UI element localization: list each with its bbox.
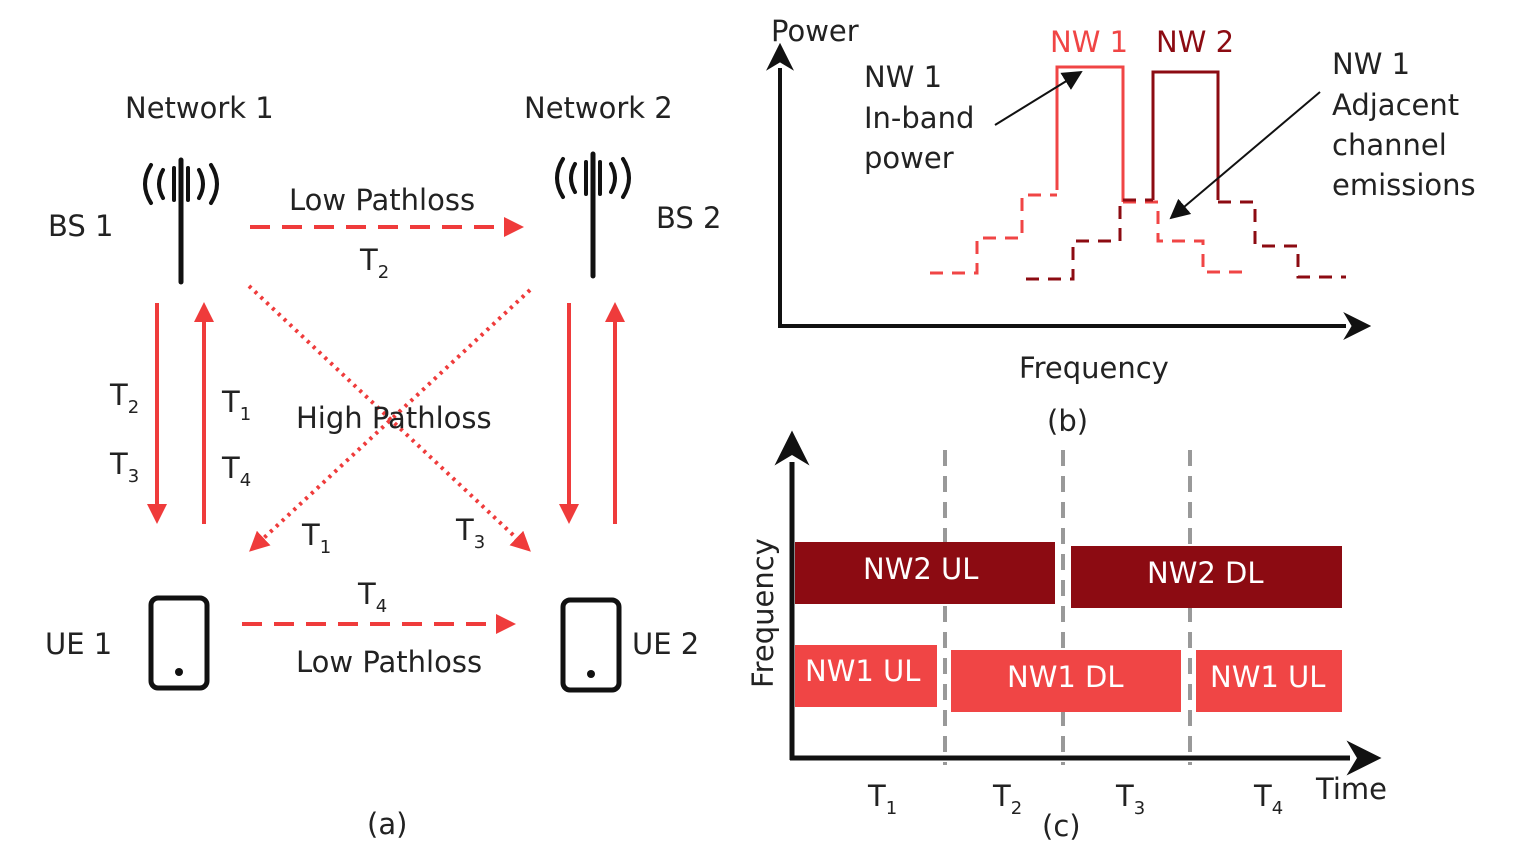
caption-c: (c) xyxy=(1042,809,1081,843)
adjacent-pointer-arrow xyxy=(1169,91,1321,220)
network1-label: Network 1 xyxy=(125,91,274,125)
network2-label: Network 2 xyxy=(524,91,673,125)
bs2-label: BS 2 xyxy=(656,201,721,235)
antenna-icon xyxy=(555,151,631,279)
slot-label-4: T4 xyxy=(1253,779,1283,819)
nw1-ul-label-2: NW1 UL xyxy=(1210,660,1325,694)
inband-pointer-arrow xyxy=(994,70,1083,126)
panel-b: Power Frequency NW 1 NW 2 NW 1 In-band p… xyxy=(766,14,1476,438)
t-label-diag-left: T1 xyxy=(301,518,331,558)
nw1-dl-block xyxy=(951,650,1181,712)
bs1-label: BS 1 xyxy=(48,209,113,243)
svg-text:power: power xyxy=(864,141,954,175)
t-label-left-up-1: T1 xyxy=(221,385,251,425)
svg-text:emissions: emissions xyxy=(1332,168,1476,202)
nw1-inband-spectrum xyxy=(1055,65,1125,202)
nw1-adjacent-emissions xyxy=(930,193,1248,275)
nw2-adjacent-emissions xyxy=(1026,198,1346,281)
slot-label-2: T2 xyxy=(992,779,1022,819)
nw2-inband-spectrum xyxy=(1151,70,1220,200)
t-label-left-up-2: T4 xyxy=(221,451,251,491)
nw1-ul-block-2 xyxy=(1196,650,1342,712)
t-label-top: T2 xyxy=(359,243,389,283)
nw2-dl-block xyxy=(1071,546,1342,608)
frequency-label-c: Frequency xyxy=(746,538,780,688)
phone-icon xyxy=(148,595,210,691)
svg-text:NW 1: NW 1 xyxy=(864,60,942,94)
svg-text:In-band: In-band xyxy=(864,101,974,135)
nw2-ul-block xyxy=(795,542,1055,604)
svg-text:channel: channel xyxy=(1332,128,1447,162)
antenna-icon xyxy=(143,157,219,285)
inband-annotation: NW 1 In-band power xyxy=(864,60,974,175)
slot-label-3: T3 xyxy=(1115,779,1145,819)
nw1-band-label: NW 1 xyxy=(1050,25,1128,59)
nw2-dl-label: NW2 DL xyxy=(1147,556,1264,590)
nw1-ul-block-1 xyxy=(795,645,937,707)
t-label-diag-right: T3 xyxy=(455,513,485,553)
nw2-ul-label: NW2 UL xyxy=(863,552,978,586)
low-pathloss-top: Low Pathloss xyxy=(289,183,475,217)
power-label: Power xyxy=(771,14,859,48)
ue2-label: UE 2 xyxy=(632,627,699,661)
low-pathloss-bottom: Low Pathloss xyxy=(296,645,482,679)
svg-text:Adjacent: Adjacent xyxy=(1332,88,1459,122)
t-label-left-down-2: T3 xyxy=(109,447,139,487)
nw1-dl-label: NW1 DL xyxy=(1007,660,1124,694)
panel-c: Frequency Time NW2 UL NW2 DL NW1 UL NW1 … xyxy=(746,430,1387,843)
t-label-bottom: T4 xyxy=(357,577,387,617)
frequency-label: Frequency xyxy=(1019,351,1169,385)
t-label-left-down-1: T2 xyxy=(109,378,139,418)
time-label: Time xyxy=(1315,772,1387,806)
phone-icon xyxy=(560,597,622,693)
ue1-label: UE 1 xyxy=(45,627,112,661)
high-pathloss-label: High Pathloss xyxy=(296,401,492,435)
nw2-band-label: NW 2 xyxy=(1156,25,1234,59)
slot-label-1: T1 xyxy=(867,779,897,819)
caption-a: (a) xyxy=(367,807,407,841)
svg-text:NW 1: NW 1 xyxy=(1332,47,1410,81)
adjacent-annotation: NW 1 Adjacent channel emissions xyxy=(1332,47,1476,202)
caption-b: (b) xyxy=(1047,404,1088,438)
nw1-ul-label-1: NW1 UL xyxy=(805,654,920,688)
panel-a: Network 1 Network 2 BS 1 BS 2 UE 1 UE 2 xyxy=(45,91,721,841)
